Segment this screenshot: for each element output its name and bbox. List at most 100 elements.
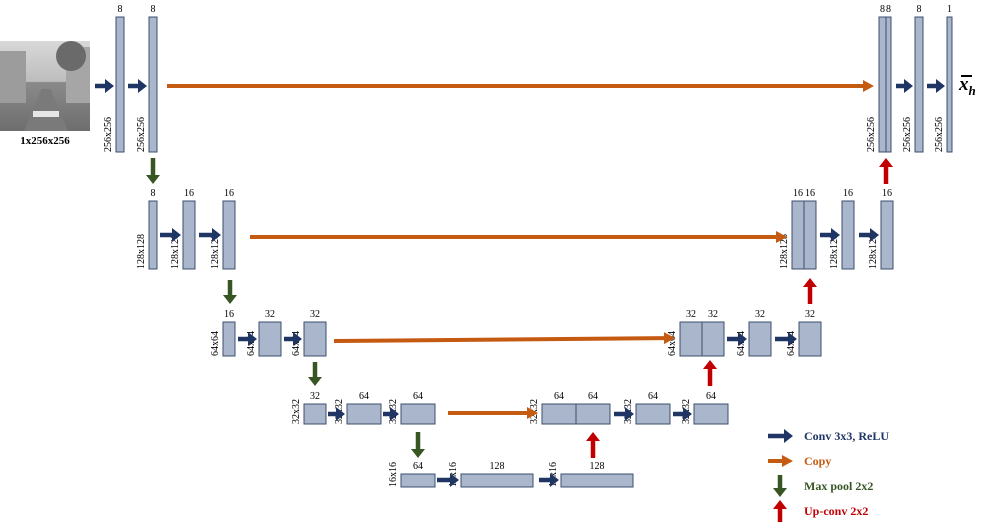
conv-arrow <box>859 228 879 242</box>
copy-arrow <box>448 407 538 419</box>
resolution-label: 16x16 <box>548 462 559 487</box>
max-pool-arrow-legend <box>773 475 787 497</box>
feature-map-block <box>258 321 282 357</box>
channel-label: 128 <box>490 461 505 472</box>
resolution-label: 64x64 <box>291 331 302 356</box>
channel-label: 8 <box>880 4 885 15</box>
input-size-label: 1x256x256 <box>20 135 70 147</box>
up-conv-arrow <box>879 158 893 184</box>
conv-arrow <box>284 332 302 346</box>
feature-map-block <box>914 16 924 153</box>
feature-map-block <box>791 200 805 270</box>
channel-label: 32 <box>805 309 815 320</box>
conv-arrow <box>199 228 221 242</box>
legend-label-conv: Conv 3x3, ReLU <box>804 429 889 443</box>
resolution-label: 256x256 <box>934 117 945 152</box>
feature-map-block <box>115 16 125 153</box>
resolution-label: 64x64 <box>736 331 747 356</box>
resolution-label: 64x64 <box>210 331 221 356</box>
channel-label: 32 <box>310 309 320 320</box>
conv-arrow <box>614 407 634 421</box>
feature-map-block <box>222 321 236 357</box>
output-symbol: xh <box>959 74 976 98</box>
feature-map-block <box>148 16 158 153</box>
feature-map-block <box>803 200 817 270</box>
feature-map-block <box>885 16 892 153</box>
conv-arrow <box>927 79 945 93</box>
copy-arrow-legend <box>768 455 793 467</box>
channel-label: 16 <box>793 188 803 199</box>
channel-label: 8 <box>917 4 922 15</box>
feature-map-block <box>346 403 382 425</box>
up-conv-arrow <box>803 278 817 304</box>
conv-arrow <box>128 79 147 93</box>
up-conv-arrow-legend <box>773 500 787 522</box>
channel-label: 16 <box>184 188 194 199</box>
resolution-label: 64x64 <box>786 331 797 356</box>
resolution-label: 128x128 <box>868 234 879 269</box>
resolution-label: 256x256 <box>902 117 913 152</box>
channel-label: 8 <box>118 4 123 15</box>
feature-map-block <box>946 16 953 153</box>
resolution-label: 256x256 <box>136 117 147 152</box>
resolution-label: 32x32 <box>291 399 302 424</box>
feature-map-block <box>303 403 327 425</box>
channel-label: 64 <box>359 391 369 402</box>
copy-arrow <box>333 332 675 345</box>
feature-map-block <box>560 473 634 488</box>
channel-label: 1 <box>947 4 952 15</box>
feature-map-block <box>222 200 236 270</box>
channel-label: 16 <box>882 188 892 199</box>
feature-map-block <box>148 200 158 270</box>
resolution-label: 256x256 <box>103 117 114 152</box>
feature-map-block <box>679 321 703 357</box>
channel-label: 64 <box>554 391 564 402</box>
max-pool-arrow <box>146 158 160 184</box>
feature-map-block <box>541 403 577 425</box>
feature-map-block <box>748 321 772 357</box>
feature-map-block <box>400 403 436 425</box>
conv-arrow <box>673 407 692 421</box>
feature-map-block <box>841 200 855 270</box>
channel-label: 32 <box>310 391 320 402</box>
conv-arrow <box>727 332 747 346</box>
feature-map-block <box>460 473 534 488</box>
conv-arrow <box>437 473 459 487</box>
channel-label: 16 <box>224 309 234 320</box>
conv-arrow <box>896 79 913 93</box>
channel-label: 32 <box>708 309 718 320</box>
channel-label: 32 <box>265 309 275 320</box>
conv-arrow <box>328 407 345 421</box>
resolution-label: 128x128 <box>170 234 181 269</box>
feature-map-block <box>701 321 725 357</box>
channel-label: 16 <box>805 188 815 199</box>
resolution-label: 128x128 <box>210 234 221 269</box>
conv-arrow <box>383 407 399 421</box>
channel-label: 16 <box>224 188 234 199</box>
feature-map-block <box>635 403 671 425</box>
feature-map-block <box>878 16 887 153</box>
channel-label: 8 <box>151 4 156 15</box>
conv-arrow <box>775 332 797 346</box>
resolution-label: 256x256 <box>866 117 877 152</box>
max-pool-arrow <box>223 280 237 304</box>
feature-map-block <box>182 200 196 270</box>
feature-map-block <box>575 403 611 425</box>
up-conv-arrow <box>703 360 717 386</box>
copy-arrow <box>167 80 874 92</box>
channel-label: 16 <box>843 188 853 199</box>
channel-label: 64 <box>413 391 423 402</box>
conv-arrow <box>539 473 559 487</box>
resolution-label: 128x128 <box>829 234 840 269</box>
feature-map-block <box>880 200 894 270</box>
conv-arrow <box>238 332 257 346</box>
resolution-label: 16x16 <box>388 462 399 487</box>
conv-arrow <box>95 79 114 93</box>
channel-label: 64 <box>648 391 658 402</box>
max-pool-arrow <box>308 362 322 386</box>
up-conv-arrow <box>586 432 600 458</box>
channel-label: 128 <box>590 461 605 472</box>
channel-label: 32 <box>686 309 696 320</box>
input-image <box>0 41 90 131</box>
